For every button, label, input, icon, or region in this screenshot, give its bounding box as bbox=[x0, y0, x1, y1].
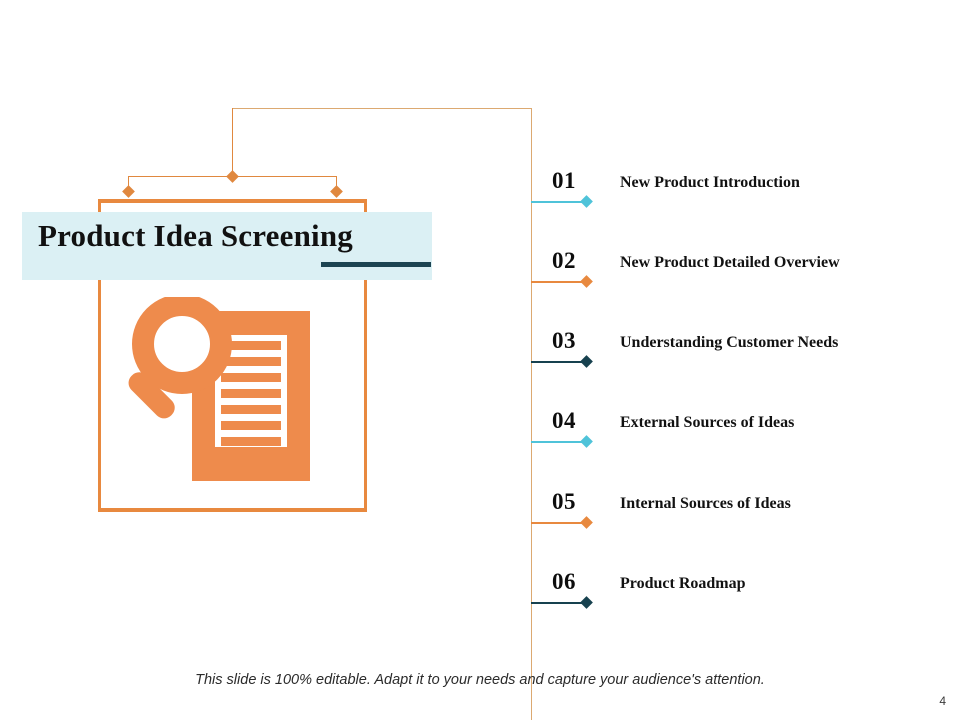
list-item-connector-line bbox=[531, 361, 585, 363]
list-item-diamond-marker bbox=[580, 596, 593, 609]
list-item-number: 06 bbox=[552, 569, 576, 594]
title-underline bbox=[321, 262, 431, 267]
connector-top-horizontal bbox=[232, 108, 532, 109]
page-number: 4 bbox=[939, 694, 946, 708]
list-item-number: 02 bbox=[552, 248, 576, 273]
list-item-label: New Product Detailed Overview bbox=[620, 254, 840, 271]
list-item-label: Internal Sources of Ideas bbox=[620, 495, 791, 512]
icon-frame-top bbox=[98, 199, 367, 203]
footer-note: This slide is 100% editable. Adapt it to… bbox=[195, 672, 765, 688]
list-item-connector-line bbox=[531, 602, 585, 604]
list-item-number: 04 bbox=[552, 408, 576, 433]
connector-diamond-right bbox=[330, 185, 343, 198]
list-item-label: New Product Introduction bbox=[620, 174, 800, 191]
connector-right-drop bbox=[336, 176, 337, 191]
title-band bbox=[22, 212, 432, 280]
page-title: Product Idea Screening bbox=[38, 218, 353, 253]
list-item-diamond-marker bbox=[580, 355, 593, 368]
icon-frame-right-upper bbox=[364, 199, 367, 213]
list-item-label: Understanding Customer Needs bbox=[620, 334, 839, 351]
list-item-connector-line bbox=[531, 522, 585, 524]
icon-frame-left-lower bbox=[98, 280, 101, 512]
icon-frame-right-lower bbox=[364, 280, 367, 512]
timeline-spine bbox=[531, 108, 532, 720]
list-item-connector-line bbox=[531, 441, 585, 443]
list-item-number: 05 bbox=[552, 489, 576, 514]
connector-center-stem bbox=[232, 108, 233, 176]
list-item-label: Product Roadmap bbox=[620, 575, 746, 592]
connector-diamond-left bbox=[122, 185, 135, 198]
list-item-number: 03 bbox=[552, 328, 576, 353]
list-item-number: 01 bbox=[552, 168, 576, 193]
list-item-diamond-marker bbox=[580, 516, 593, 529]
connector-diamond-center bbox=[226, 170, 239, 183]
icon-frame-bottom bbox=[98, 508, 367, 512]
icon-frame-left-upper bbox=[98, 199, 101, 213]
list-item-diamond-marker bbox=[580, 435, 593, 448]
list-item-connector-line bbox=[531, 281, 585, 283]
document-magnifier-icon bbox=[118, 294, 314, 483]
list-item-label: External Sources of Ideas bbox=[620, 414, 795, 431]
list-item-connector-line bbox=[531, 201, 585, 203]
connector-left-drop bbox=[128, 176, 129, 191]
list-item-diamond-marker bbox=[580, 195, 593, 208]
list-item-diamond-marker bbox=[580, 275, 593, 288]
